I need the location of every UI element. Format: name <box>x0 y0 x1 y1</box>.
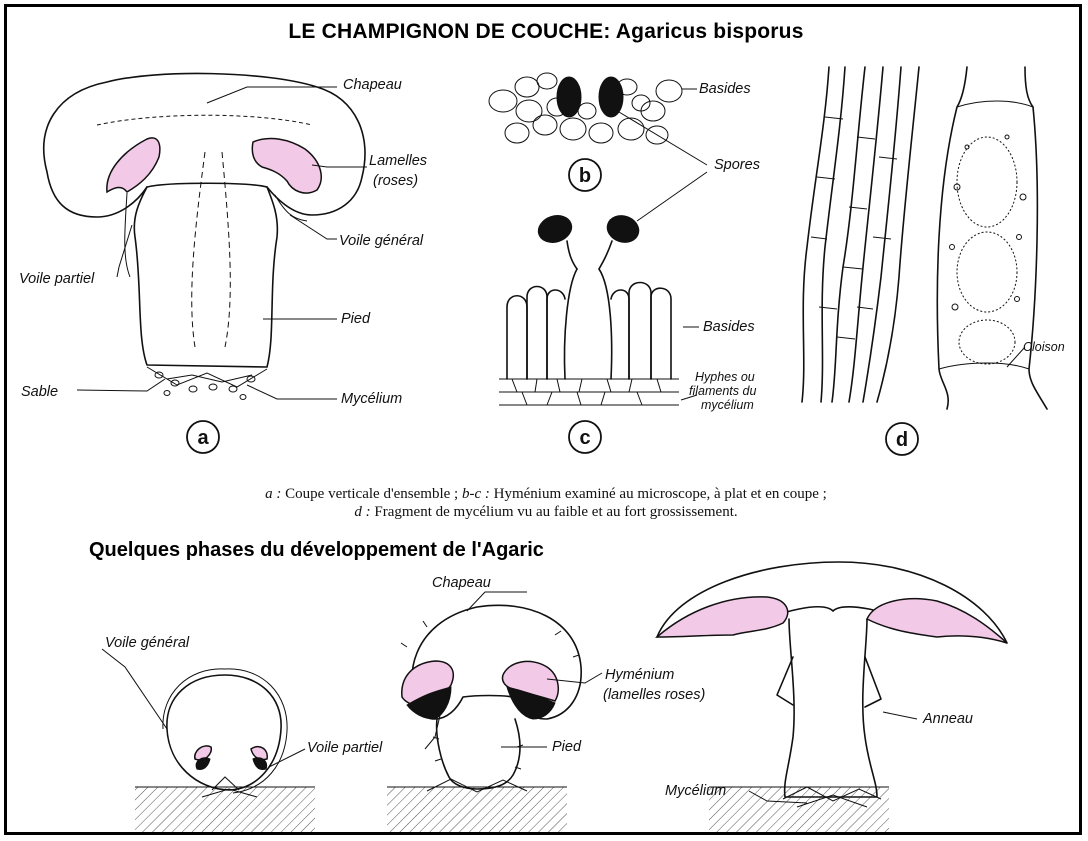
dev-label-anneau: Anneau <box>922 711 973 727</box>
figure-caption: a : Coupe verticale d'ensemble ; b-c : H… <box>7 485 1082 521</box>
figure-frame: LE CHAMPIGNON DE COUCHE: Agaricus bispor… <box>4 4 1082 835</box>
label-lamelles-roses: (roses) <box>373 173 418 189</box>
label-voile-partiel: Voile partiel <box>19 271 95 287</box>
caption-text-d: Fragment de mycélium vu au faible et au … <box>371 504 738 520</box>
dev-label-hymenium: Hyménium <box>605 667 674 683</box>
ground-stage1 <box>135 787 315 832</box>
figure-letter-c: c <box>579 427 590 449</box>
label-pied: Pied <box>341 311 371 327</box>
caption-text-a: Coupe verticale d'ensemble ; <box>281 486 462 502</box>
label-spores: Spores <box>714 157 760 173</box>
stage-2-button: Chapeau Hyménium (lamelles roses) Voile … <box>329 575 705 792</box>
label-chapeau: Chapeau <box>343 77 402 93</box>
label-basides-c: Basides <box>703 319 755 335</box>
hymenium-section-c: Basides Hyphes ou filaments du mycélium … <box>499 211 756 453</box>
label-mycelium-c: mycélium <box>701 398 754 412</box>
illustration: Chapeau Lamelles (roses) Voile général V… <box>7 7 1082 835</box>
label-cloison: Cloison <box>1023 340 1065 354</box>
label-voile-general: Voile général <box>339 233 424 249</box>
caption-key-d: d : <box>354 504 370 520</box>
sand-mycelium <box>147 367 267 400</box>
ground-stage2 <box>387 787 567 832</box>
caption-key-bc: b-c : <box>462 486 490 502</box>
dev-label-pied: Pied <box>552 739 582 755</box>
mushroom-section-a: Chapeau Lamelles (roses) Voile général V… <box>19 73 427 453</box>
label-basides-b: Basides <box>699 81 751 97</box>
caption-line-2: d : Fragment de mycélium vu au faible et… <box>7 503 1082 521</box>
label-filaments: filaments du <box>689 384 756 398</box>
caption-key-a: a : <box>265 486 281 502</box>
ground-stage3 <box>709 787 889 832</box>
stage-1-primordium: Voile général Voile partiel <box>102 635 383 797</box>
caption-text-bc: Hyménium examiné au microscope, à plat e… <box>490 486 827 502</box>
mycelium-fragment-d: Cloison d <box>802 67 1065 455</box>
label-sable: Sable <box>21 384 58 400</box>
label-mycelium: Mycélium <box>341 391 402 407</box>
dev-label-voile-general: Voile général <box>105 635 190 651</box>
label-hyphes: Hyphes ou <box>695 370 755 384</box>
figure-letter-d: d <box>896 429 908 451</box>
hymenium-flat-b: Basides b <box>489 73 751 191</box>
caption-line-1: a : Coupe verticale d'ensemble ; b-c : H… <box>7 485 1082 503</box>
label-lamelles: Lamelles <box>369 153 427 169</box>
figure-letter-b: b <box>579 165 591 187</box>
stage-3-mature: Anneau Mycélium <box>657 562 1007 807</box>
dev-label-chapeau: Chapeau <box>432 575 491 591</box>
section-subtitle: Quelques phases du développement de l'Ag… <box>89 539 544 562</box>
dev-label-mycelium: Mycélium <box>665 783 726 799</box>
dev-label-lamelles-roses: (lamelles roses) <box>603 687 705 703</box>
figure-letter-a: a <box>197 427 209 449</box>
